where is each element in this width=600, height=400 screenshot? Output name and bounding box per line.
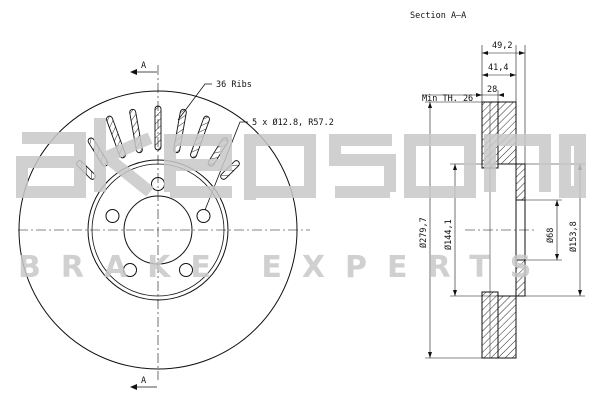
ribs-leader	[177, 83, 212, 121]
watermark: BRAKE EXPERTS akebono	[16, 118, 586, 285]
outer-diameter-dim: Ø279,7	[418, 217, 429, 248]
arrow-icon	[476, 93, 482, 97]
center-bore	[123, 195, 193, 265]
arrow-icon	[428, 102, 432, 108]
arrow-icon	[555, 200, 559, 206]
holes-leader	[204, 121, 248, 211]
hat-plate-upper	[515, 163, 526, 201]
hat-outer-circle	[87, 159, 229, 301]
hat-wall-upper	[497, 101, 517, 165]
hat-wall-lower	[497, 295, 517, 359]
section-view: 49,2 41,4 28 Min TH. 26 Ø279,7 Ø144,1 Ø6…	[418, 41, 585, 359]
section-marker-bottom: A	[141, 376, 146, 386]
disc-thickness-dim: 28	[487, 85, 497, 95]
overall-width-dim: 49,2	[492, 41, 512, 51]
center-bore-dim: Ø68	[545, 228, 556, 243]
disc-outer-edge	[18, 90, 298, 370]
hat-width-dim: 41,4	[488, 63, 508, 73]
hat-inner-circle	[91, 163, 225, 297]
arrow-icon	[519, 51, 525, 55]
bolt-hole	[179, 263, 193, 277]
arrow-icon	[482, 51, 488, 55]
arrow-icon	[453, 290, 457, 296]
arrow-icon	[130, 69, 137, 75]
arrow-icon	[555, 254, 559, 260]
rib	[154, 105, 162, 151]
bolt-hole	[105, 209, 120, 223]
arrow-icon	[498, 93, 504, 97]
section-marker-top: A	[141, 61, 146, 71]
callouts: 36 Ribs 5 x Ø12.8, R57.2	[177, 80, 334, 211]
bolt-holes	[105, 177, 211, 277]
bolt-hole	[196, 209, 211, 223]
watermark-logo	[16, 118, 586, 200]
arrow-icon	[130, 384, 137, 390]
section-title: Section A–A	[410, 11, 466, 21]
holes-label: 5 x Ø12.8, R57.2	[252, 117, 334, 128]
arrow-icon	[453, 164, 457, 170]
hat-outer-diameter-dim: Ø144,1	[443, 219, 454, 250]
arrow-icon	[428, 352, 432, 358]
hat-diameter-dim: Ø153,8	[568, 221, 579, 252]
section-cut-markers: A A	[130, 61, 157, 390]
front-view	[18, 65, 310, 380]
watermark-tagline: BRAKE EXPERTS	[18, 250, 551, 285]
min-thickness-label: Min TH. 26	[422, 94, 473, 104]
ribs-label: 36 Ribs	[216, 80, 252, 90]
bolt-hole	[123, 263, 137, 277]
arrow-icon	[510, 73, 516, 77]
arrow-icon	[482, 73, 488, 77]
arrow-icon	[578, 290, 582, 296]
